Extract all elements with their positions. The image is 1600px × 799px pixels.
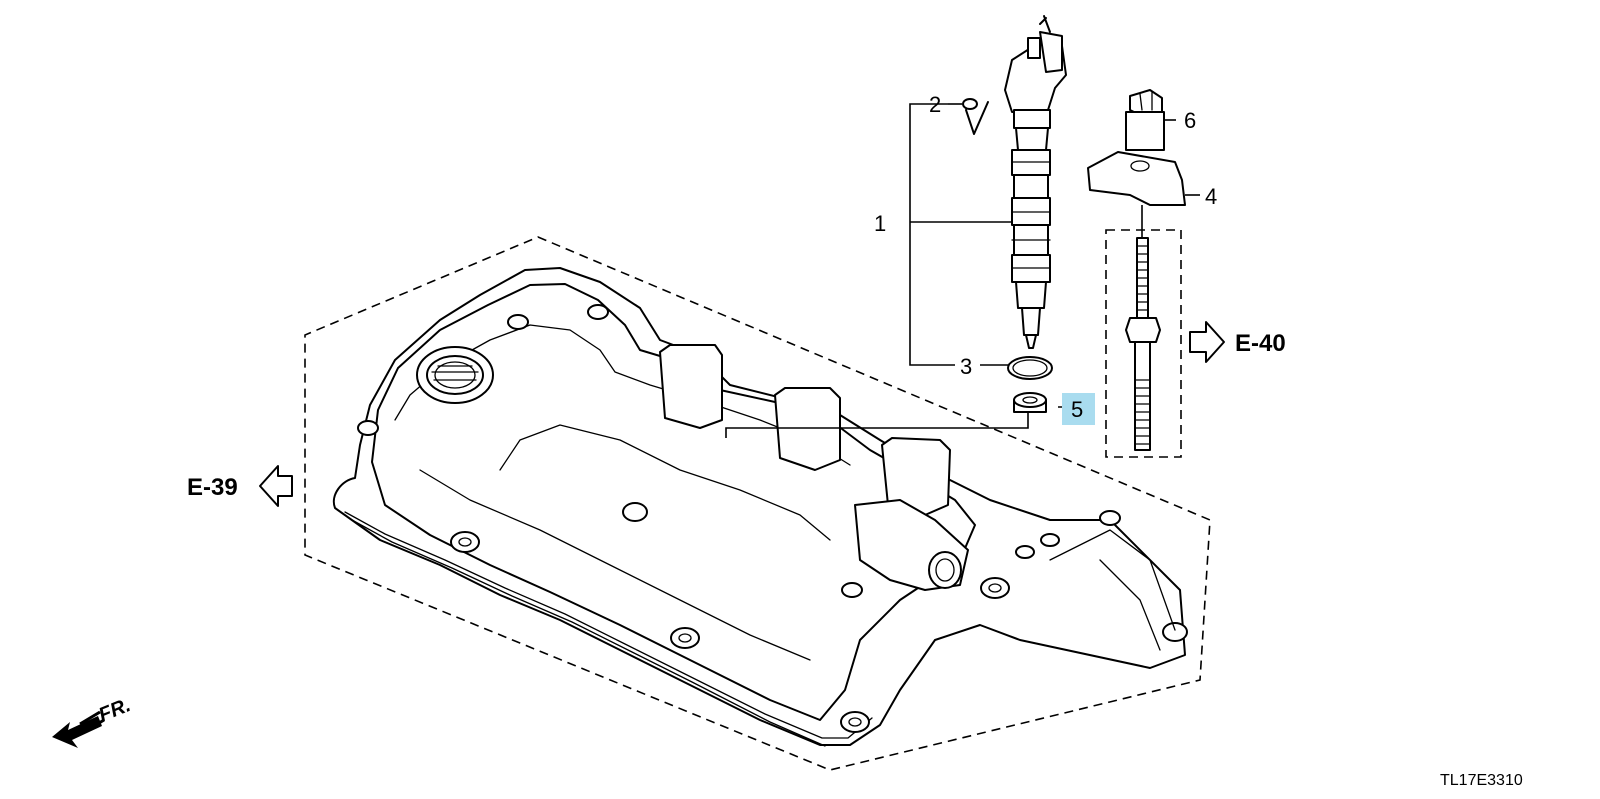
part-number-6[interactable]: 6	[1184, 108, 1196, 133]
part-number-5[interactable]: 5	[1071, 397, 1083, 422]
cover-group-boundary	[304, 236, 1211, 771]
ref-left-arrow-icon	[259, 465, 293, 507]
front-label: FR.	[96, 694, 134, 726]
clamp-bolt[interactable]	[1125, 89, 1165, 151]
injector-clamp[interactable]	[1087, 151, 1186, 206]
drawing-code: TL17E3310	[1440, 772, 1523, 789]
ref-right-label[interactable]: E-40	[1235, 330, 1286, 357]
stud-group-boundary	[1105, 229, 1182, 458]
part-number-2[interactable]: 2	[929, 92, 941, 117]
part-5-highlight	[1062, 393, 1095, 425]
injector-seal-cap[interactable]	[962, 98, 989, 135]
fuel-injector[interactable]	[1004, 15, 1067, 349]
front-arrow-icon	[52, 710, 105, 748]
ref-left-label[interactable]: E-39	[187, 474, 238, 501]
ref-right-arrow-icon	[1189, 321, 1225, 363]
leader-bracket	[909, 103, 955, 366]
o-ring[interactable]	[1007, 356, 1053, 380]
part-number-3[interactable]: 3	[960, 354, 972, 379]
injector-washer[interactable]	[1013, 392, 1047, 413]
part-number-1[interactable]: 1	[874, 211, 886, 236]
cylinder-head-cover	[332, 267, 1188, 747]
stud-bolt[interactable]	[1125, 237, 1161, 451]
part-number-4[interactable]: 4	[1205, 184, 1217, 209]
